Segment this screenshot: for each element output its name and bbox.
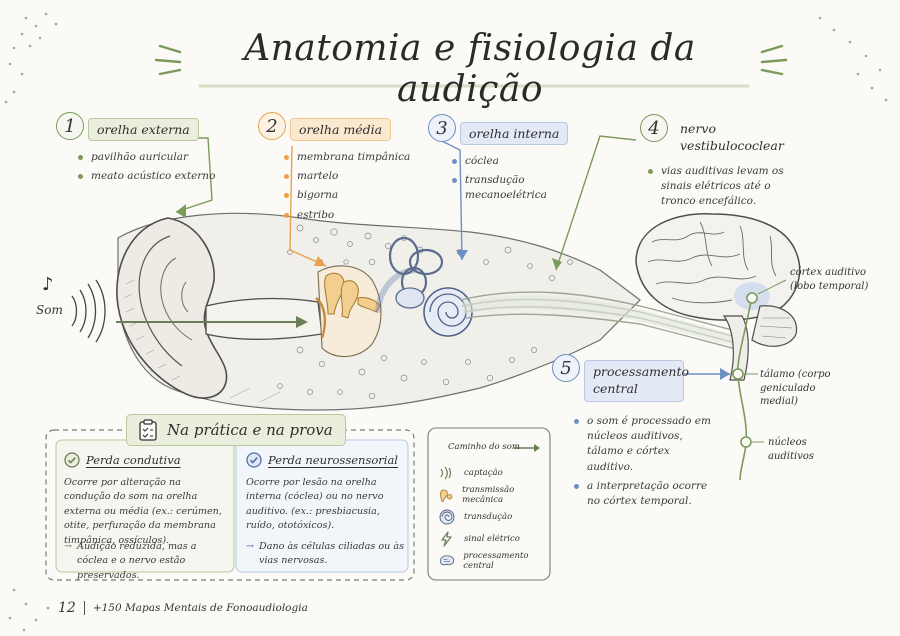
section-3-list: cóclea transdução mecanoelétrica: [452, 154, 572, 208]
sensorineural-note: Dano às células ciliadas ou às vias nerv…: [259, 541, 404, 567]
list-item: transdução mecanoelétrica: [452, 173, 572, 203]
cochlea-icon: [439, 509, 455, 525]
list-item: vias auditivas levam os sinais elétricos…: [648, 164, 798, 210]
ear-canal: [205, 297, 323, 340]
legend-list: captação transmissão mecânica transdução…: [438, 462, 548, 572]
legend-item: processamento central: [438, 550, 548, 572]
pinna: [116, 217, 228, 399]
check-circle-icon: [64, 452, 80, 468]
auditory-pathway: [736, 295, 753, 481]
music-note-icon: ♪: [42, 274, 54, 295]
callout-leaders: [175, 135, 730, 375]
section-4-list: vias auditivas levam os sinais elétricos…: [648, 164, 798, 214]
sensorineural-body: Ocorre por lesão na orelha interna (cócl…: [246, 477, 384, 532]
section-5-label: processamento central: [584, 360, 689, 402]
book-title: +150 Mapas Mentais de Fonoaudiologia: [92, 602, 308, 614]
section-1-list: pavilhão auricular meato acústico extern…: [78, 150, 215, 188]
practice-title: Na prática e na prova: [167, 421, 333, 439]
conductive-note-row: → Audição reduzida, mas a cóclea e o ner…: [64, 540, 228, 583]
section-1-label: orelha externa: [88, 118, 199, 141]
check-circle-icon: [246, 452, 262, 468]
title-decoration: [154, 44, 788, 76]
conductive-heading-row: Perda condutiva: [64, 452, 181, 468]
decorative-dots: [4, 12, 888, 632]
sensorineural-heading: Perda neurossensorial: [268, 453, 398, 467]
list-item: estribo: [284, 208, 410, 223]
section-3-badge: 3: [428, 114, 456, 142]
list-item: membrana timpânica: [284, 150, 410, 165]
section-1-badge: 1: [56, 112, 84, 140]
nuclei-label: núcleos auditivos: [768, 437, 815, 462]
conductive-note: Audição reduzida, mas a cóclea e o nervo…: [77, 541, 197, 581]
conductive-body: Ocorre por alteração na condução do som …: [64, 477, 222, 546]
legend-item: transmissão mecânica: [438, 484, 548, 506]
legend-item: captação: [438, 462, 548, 484]
ossicles-icon: [440, 489, 453, 502]
sensorineural-heading-row: Perda neurossensorial: [246, 452, 398, 468]
arrow-right-icon: →: [246, 541, 255, 552]
sound-label: Som: [36, 303, 63, 317]
list-item: meato acústico externo: [78, 169, 215, 184]
section-2-badge: 2: [258, 112, 286, 140]
section-3-label: orelha interna: [460, 122, 569, 145]
legend-item: sinal elétrico: [438, 528, 548, 550]
sound-waves-icon: [440, 466, 452, 480]
brain: [635, 213, 801, 381]
lightning-icon: [441, 531, 452, 547]
section-4-badge: 4: [640, 114, 668, 142]
legend-title: Caminho do som: [448, 442, 520, 452]
section-5-list: o som é processado em núcleos auditivos,…: [574, 414, 714, 513]
conductive-heading: Perda condutiva: [86, 453, 181, 467]
section-2-label: orelha média: [290, 118, 392, 141]
section-4-label: nervo vestibulococlear: [680, 121, 784, 153]
page-number: 12: [58, 600, 76, 616]
clipboard-icon: [139, 419, 157, 441]
ossicles: [324, 272, 381, 319]
list-item: o som é processado em núcleos auditivos,…: [574, 414, 714, 475]
arrow-right-icon: →: [64, 541, 73, 552]
footer: 12 +150 Mapas Mentais de Fonoaudiologia: [58, 600, 308, 616]
cortex-node: [746, 292, 758, 304]
section-2-list: membrana timpânica martelo bigorna estri…: [284, 150, 410, 227]
callout-arrowheads: [176, 204, 730, 380]
legend-frame: [427, 427, 551, 581]
thalamus-node: [732, 368, 744, 380]
section-5-badge: 5: [552, 354, 580, 382]
list-item: cóclea: [452, 154, 572, 169]
thalamus-label: tálamo (corpo geniculado medial): [760, 369, 831, 407]
practice-header: Na prática e na prova: [126, 414, 346, 446]
list-item: pavilhão auricular: [78, 150, 215, 165]
brain-icon: [440, 555, 455, 566]
list-item: martelo: [284, 169, 410, 184]
list-item: bigorna: [284, 188, 410, 203]
legend-item: transdução: [438, 506, 548, 528]
footer-divider: [83, 601, 85, 615]
tympanic-membrane: [315, 297, 327, 339]
page-title: Anatomia e fisiologia da audição: [244, 28, 696, 110]
sensorineural-note-row: → Dano às células ciliadas ou às vias ne…: [246, 540, 404, 569]
list-item: a interpretação ocorre no córtex tempora…: [574, 479, 714, 509]
cortex-label: córtex auditivo (lobo temporal): [790, 267, 869, 292]
sound-waves: [71, 279, 106, 343]
nuclei-node: [740, 436, 752, 448]
